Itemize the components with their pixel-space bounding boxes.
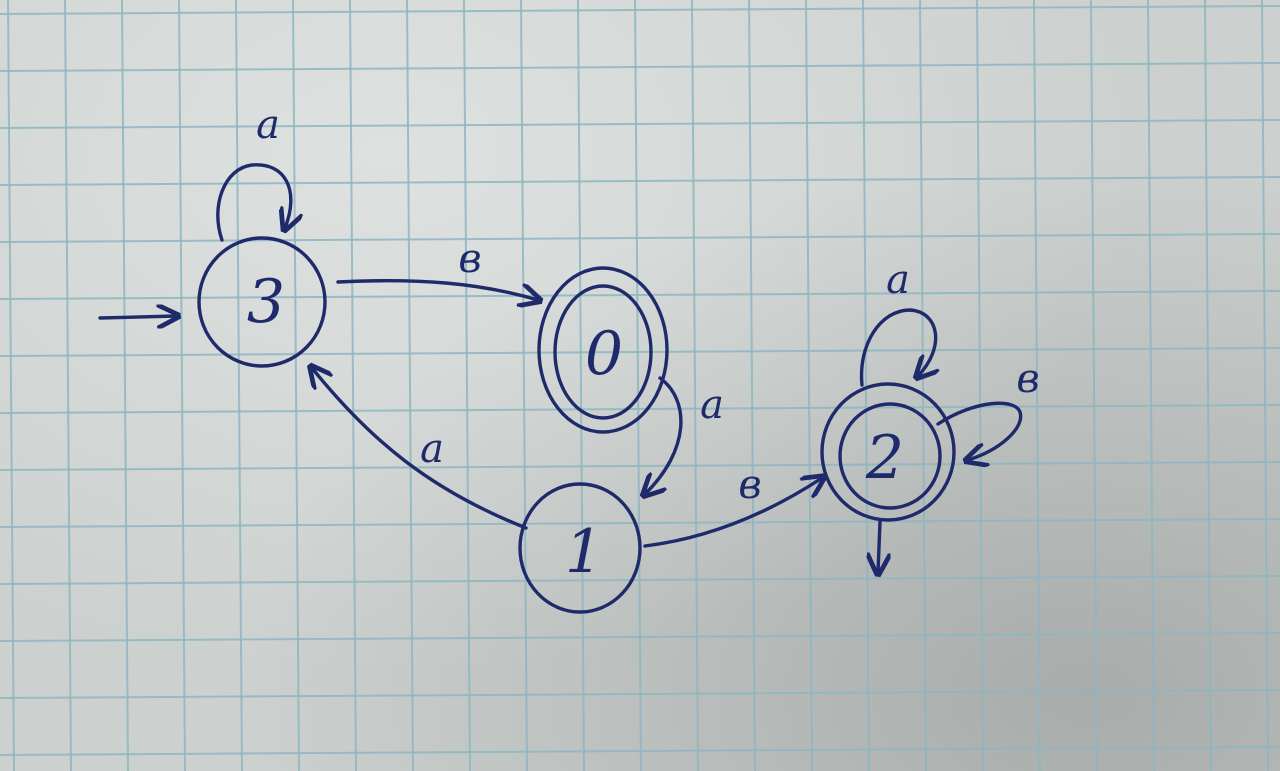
state-1-label: 1 xyxy=(565,517,603,587)
grid-line-horizontal xyxy=(0,5,1280,15)
grid-line-horizontal xyxy=(0,575,1280,585)
grid-line-vertical xyxy=(235,0,243,771)
transition-2-2-a xyxy=(859,308,936,387)
grid-line-horizontal xyxy=(0,518,1280,528)
grid-line-vertical xyxy=(1147,0,1155,771)
grid-line-vertical xyxy=(634,0,642,771)
grid-line-horizontal xyxy=(0,404,1280,414)
transition-3-3-a-label: a xyxy=(256,102,280,148)
state-3-label: 3 xyxy=(247,267,285,337)
grid-line-vertical xyxy=(862,0,870,771)
grid-line-horizontal xyxy=(0,119,1280,129)
transition-2-2-b xyxy=(936,401,1023,460)
transition-3-3-a xyxy=(216,163,291,242)
grid-line-vertical xyxy=(748,0,756,771)
grid-line-horizontal xyxy=(0,746,1280,756)
transition-1-3-a-label: a xyxy=(420,426,444,472)
grid-line-vertical xyxy=(919,0,927,771)
state-3: 3 xyxy=(197,236,327,368)
transition-3-0-b xyxy=(336,279,538,300)
state-1-circle xyxy=(518,482,642,614)
state-0-label: 0 xyxy=(585,319,623,389)
state-2-inner-circle xyxy=(838,402,942,510)
transition-1-2-b-label: в xyxy=(738,462,761,508)
grid-line-horizontal xyxy=(0,689,1280,699)
state-0: 0 xyxy=(537,266,669,434)
grid-line-vertical xyxy=(7,0,15,771)
state-1: 1 xyxy=(518,482,642,614)
state-2-outer-circle xyxy=(820,382,956,522)
grid-line-horizontal xyxy=(0,461,1280,471)
grid-line-vertical xyxy=(577,0,585,771)
transition-2-2-a-label: a xyxy=(886,257,910,303)
grid-line-vertical xyxy=(691,0,699,771)
transition-2-2-b-label: в xyxy=(1016,356,1039,402)
grid-line-vertical xyxy=(292,0,300,771)
final-exit-arrow xyxy=(878,520,880,572)
grid-line-vertical xyxy=(64,0,72,771)
grid-line-horizontal xyxy=(0,290,1280,300)
state-2: 2 xyxy=(820,382,956,522)
grid-line-vertical xyxy=(1033,0,1041,771)
grid-line-vertical xyxy=(1204,0,1212,771)
grid-line-horizontal xyxy=(0,233,1280,243)
grid-line-vertical xyxy=(463,0,471,771)
grid-line-vertical xyxy=(1261,0,1269,771)
initial-arrow xyxy=(98,316,176,318)
state-0-outer-circle xyxy=(537,266,669,434)
state-2-label: 2 xyxy=(865,423,904,493)
grid-line-vertical xyxy=(406,0,414,771)
transition-0-1-a-label: a xyxy=(700,382,724,428)
grid-line-vertical xyxy=(1090,0,1098,771)
grid-line-vertical xyxy=(805,0,813,771)
grid-line-vertical xyxy=(121,0,129,771)
grid-line-vertical xyxy=(178,0,186,771)
grid-line-horizontal xyxy=(0,176,1280,186)
grid-line-vertical xyxy=(349,0,357,771)
transition-1-3-a xyxy=(312,368,528,530)
state-0-inner-circle xyxy=(553,284,653,420)
transition-0-1-a xyxy=(645,376,683,494)
transition-1-2-b xyxy=(643,478,822,548)
grid-line-horizontal xyxy=(0,632,1280,642)
state-3-circle xyxy=(197,236,327,368)
grid-line-vertical xyxy=(520,0,528,771)
grid-line-horizontal xyxy=(0,347,1280,357)
grid-line-horizontal xyxy=(0,62,1280,72)
transition-3-0-b-label: в xyxy=(458,236,481,282)
grid-line-vertical xyxy=(976,0,984,771)
